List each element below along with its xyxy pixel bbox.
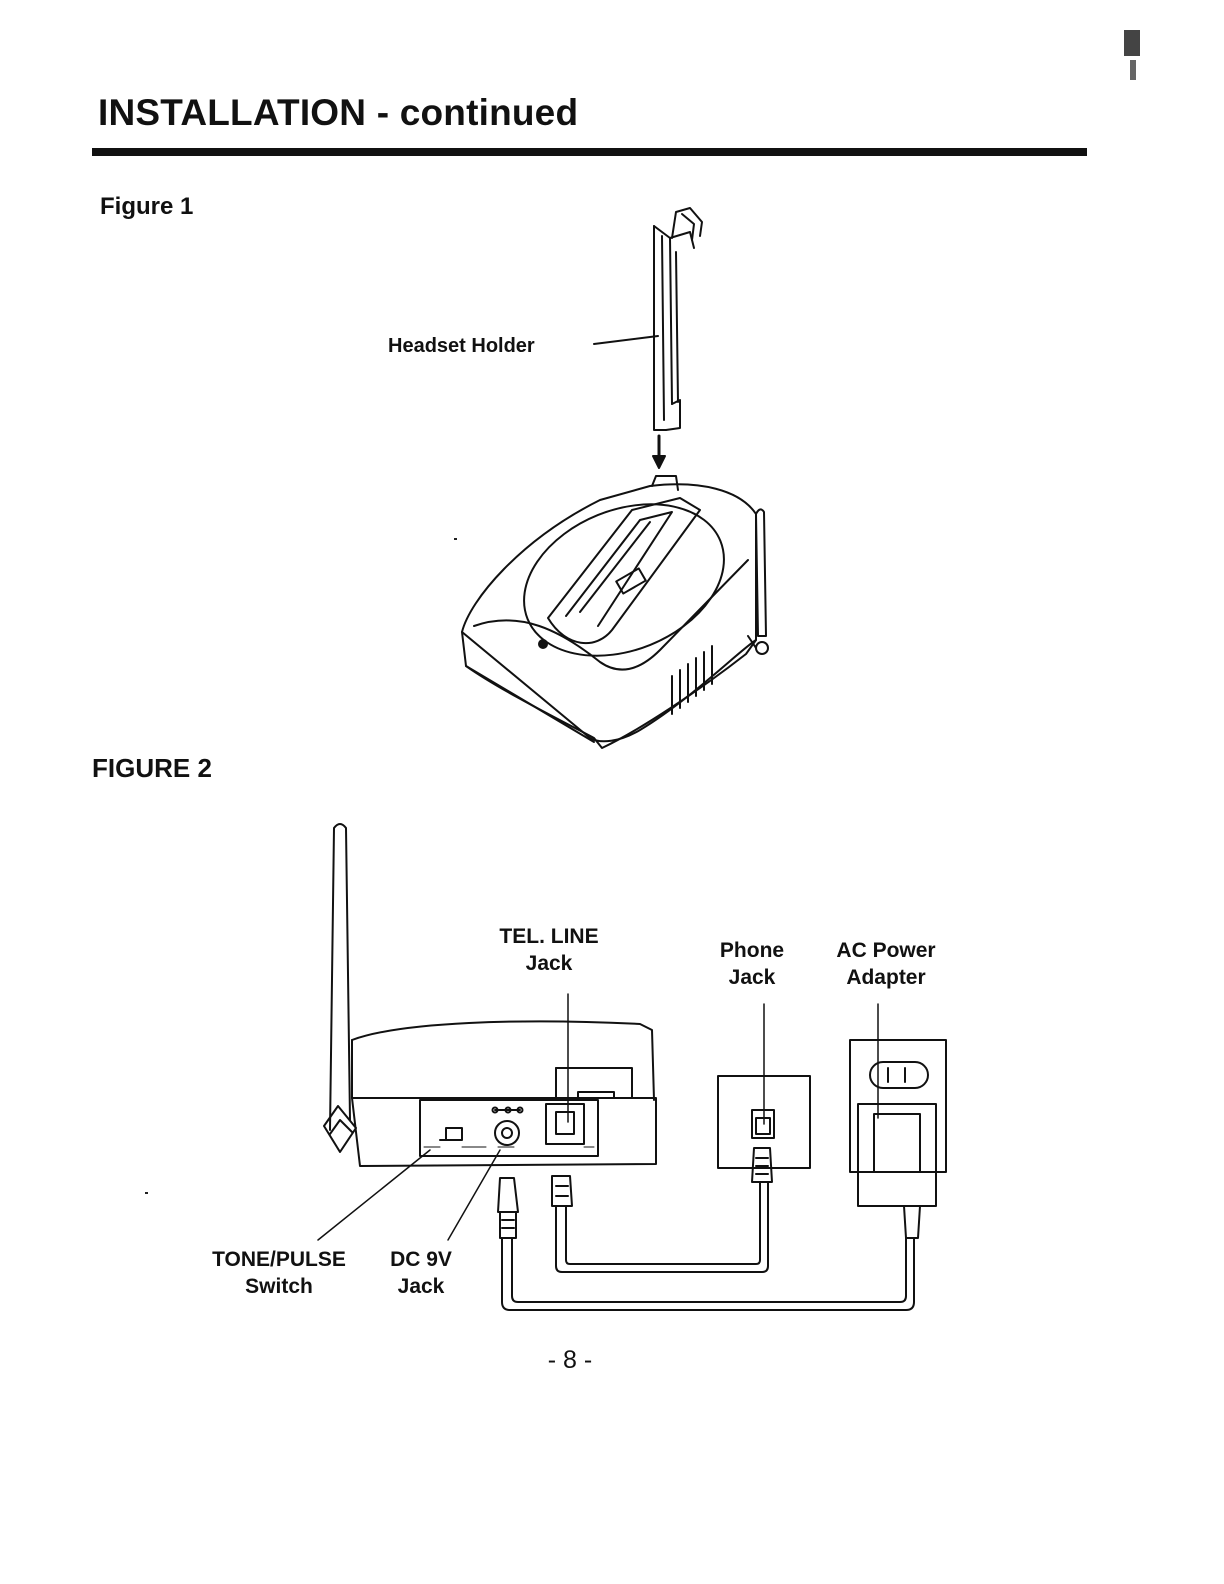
tel-line-jack-label-line-1: TEL. LINE — [486, 923, 612, 950]
ac-power-adapter-label-line-2: Adapter — [826, 964, 946, 991]
scan-speck — [1130, 60, 1136, 80]
down-arrow-icon — [653, 436, 665, 468]
phone-jack-label-line-2: Jack — [704, 964, 800, 991]
dc-9v-jack-callout: DC 9V Jack — [378, 1246, 464, 1300]
headset-holder-leader — [594, 336, 658, 344]
headset-holder-illustration — [654, 208, 702, 430]
tel-line-jack-label-line-2: Jack — [486, 950, 612, 977]
phone-jack-label-line-1: Phone — [704, 937, 800, 964]
ac-power-adapter-callout: AC Power Adapter — [826, 937, 946, 991]
tone-pulse-switch-label-line-2: Switch — [204, 1273, 354, 1300]
base-station-illustration — [462, 476, 768, 748]
connection-cables — [498, 1176, 914, 1310]
headset-holder-callout: Headset Holder — [388, 333, 535, 360]
scan-speck — [145, 1192, 148, 1194]
ac-power-adapter-label-line-1: AC Power — [826, 937, 946, 964]
dc-9v-jack-label-line-1: DC 9V — [378, 1246, 464, 1273]
headset-holder-label: Headset Holder — [388, 333, 535, 360]
phone-jack-callout: Phone Jack — [704, 937, 800, 991]
tone-pulse-switch-leader — [318, 1150, 430, 1240]
tone-pulse-switch-label-line-1: TONE/PULSE — [204, 1246, 354, 1273]
page-number: - 8 - — [540, 1346, 600, 1375]
scan-speck — [1124, 30, 1140, 56]
dc-9v-jack-label-line-2: Jack — [378, 1273, 464, 1300]
ac-power-adapter-illustration — [850, 1040, 946, 1238]
tel-line-jack-callout: TEL. LINE Jack — [486, 923, 612, 977]
scan-speck — [454, 538, 457, 540]
tone-pulse-switch-callout: TONE/PULSE Switch — [204, 1246, 354, 1300]
base-station-rear-illustration — [324, 824, 656, 1166]
dc-9v-jack-leader — [448, 1150, 500, 1240]
